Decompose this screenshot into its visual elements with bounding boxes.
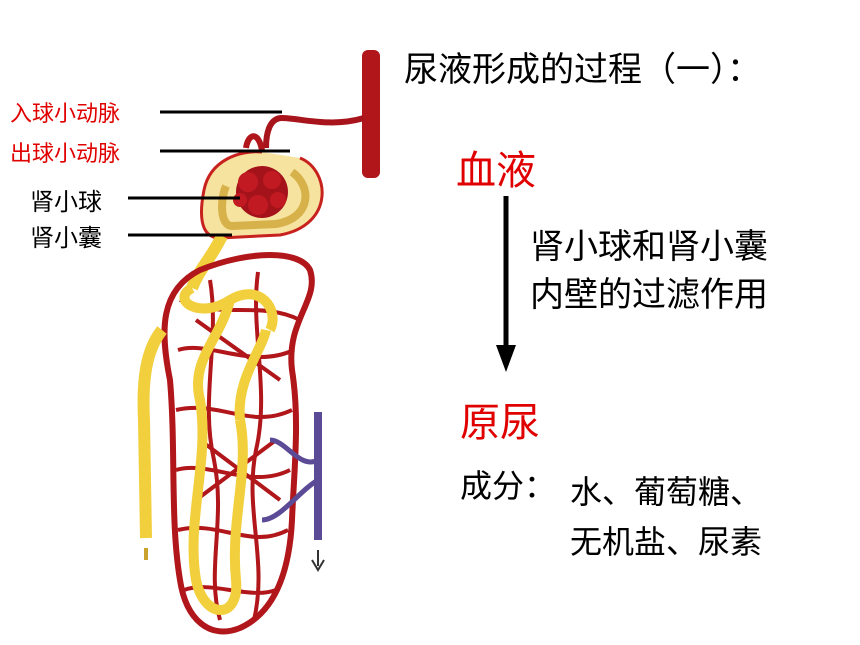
afferent-arteriole-vessel <box>263 114 365 149</box>
renal-tubule <box>137 283 278 615</box>
components-line-2: 无机盐、尿素 <box>570 523 763 561</box>
stage-blood: 血液 <box>456 148 536 194</box>
slide-title: 尿液形成的过程（一）： <box>404 50 761 90</box>
flow-arrow-head <box>496 345 516 372</box>
renal-vein <box>261 412 322 540</box>
label-efferent-arteriole: 出球小动脉 <box>10 142 121 167</box>
label-afferent-arteriole: 入球小动脉 <box>10 102 121 127</box>
process-line-1: 肾小球和肾小囊 <box>530 227 768 267</box>
glomerulus-ball <box>233 166 288 218</box>
components-line-1: 水、葡萄糖、 <box>570 473 763 511</box>
label-glomerulus: 肾小球 <box>30 188 102 216</box>
renal-artery <box>362 50 380 178</box>
stage-primary-urine: 原尿 <box>460 400 540 446</box>
capillary-network <box>161 252 315 635</box>
process-line-2: 内壁的过滤作用 <box>530 275 768 315</box>
label-bowman-capsule: 肾小囊 <box>30 224 102 252</box>
components-label: 成分： <box>460 467 557 505</box>
